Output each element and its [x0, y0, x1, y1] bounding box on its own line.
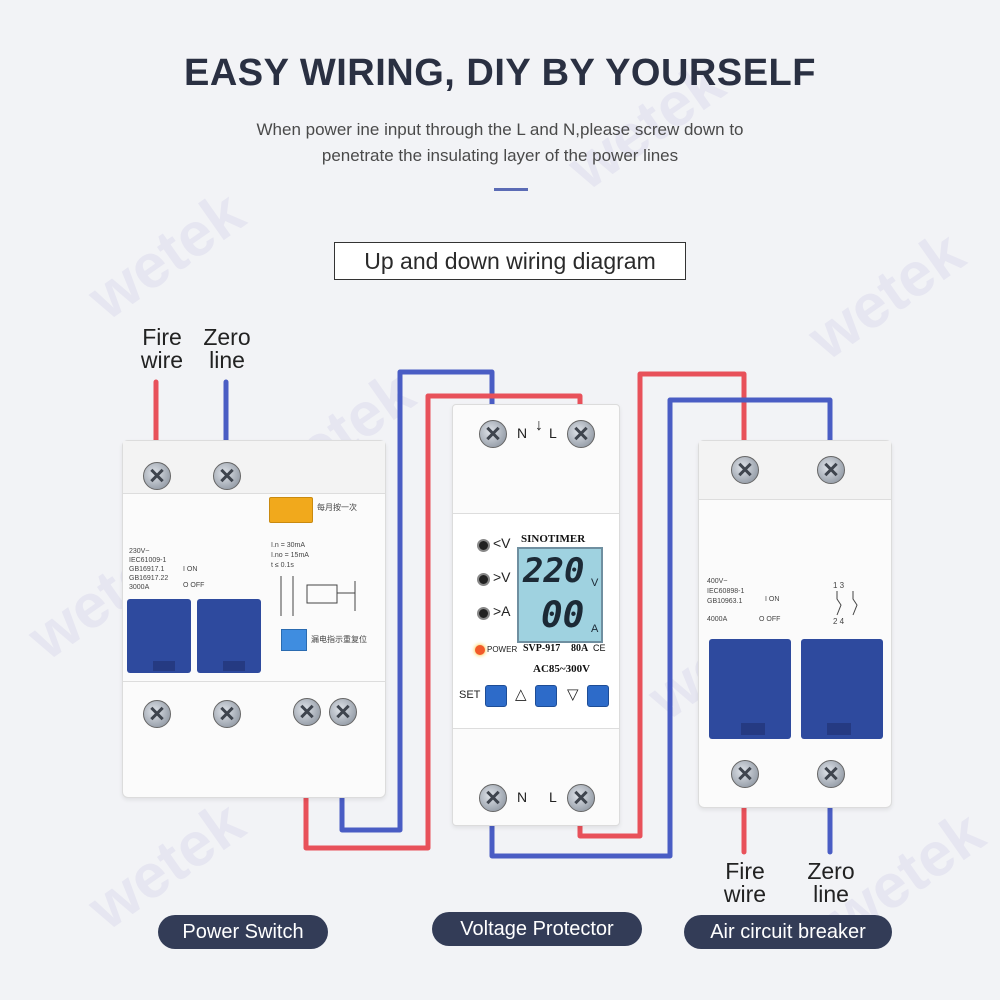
leak-line-1: I.n = 30mA: [271, 542, 306, 549]
circuit-symbol: [280, 576, 356, 616]
page-title: EASY WIRING, DIY BY YOURSELF: [184, 52, 816, 94]
terminal-n-bottom: N: [517, 789, 528, 805]
test-button[interactable]: [269, 497, 313, 523]
reset-indicator: [281, 629, 307, 651]
ce-mark: CE: [593, 643, 606, 653]
switch-terminal-screw[interactable]: [213, 462, 241, 490]
switch-terminal-screw[interactable]: [143, 462, 171, 490]
breaker-terminal-screw[interactable]: [731, 456, 759, 484]
current-reading: 00: [541, 595, 585, 636]
indicator-under-voltage-label: <V: [493, 535, 511, 551]
switch-on-label: I ON: [183, 566, 198, 573]
terminal-l-bottom: L: [549, 789, 557, 805]
accent-divider: [494, 188, 528, 191]
switch-terminal-screw[interactable]: [329, 698, 357, 726]
switch-handle-left[interactable]: [127, 599, 191, 673]
power-label: POWER: [487, 645, 518, 654]
voltage-protector-device: N L ↓ <V >V >A SINOTIMER 220 V 00 A POWE…: [452, 404, 620, 826]
breaker-spec-4: 4000A: [707, 616, 728, 623]
breaker-spec-1: 400V~: [707, 578, 728, 585]
air-circuit-breaker-device: 400V~ IEC60898-1 GB10963.1 4000A I ON O …: [698, 440, 892, 808]
up-arrow-icon: △: [515, 686, 527, 703]
power-led-icon: [475, 645, 485, 655]
reset-note: 漏电指示重复位: [311, 635, 367, 644]
breaker-terminal-screw[interactable]: [731, 760, 759, 788]
voltage-protector-label: Voltage Protector: [432, 912, 642, 946]
indicator-over-voltage: [477, 573, 490, 586]
model-label: SVP-917: [523, 643, 561, 654]
switch-spec-5: 3000A: [129, 584, 150, 591]
switch-spec-1: 230V~: [129, 548, 150, 555]
range-label: AC85~300V: [533, 663, 591, 675]
power-switch-label: Power Switch: [158, 915, 328, 949]
switch-spec-4: GB16917.22: [129, 575, 169, 582]
switch-spec-2: IEC61009-1: [129, 557, 167, 564]
power-switch-device: 每月按一次 230V~ IEC61009-1 GB16917.1 GB16917…: [122, 440, 386, 798]
diagram-label: Up and down wiring diagram: [334, 242, 686, 280]
switch-handle-right[interactable]: [197, 599, 261, 673]
breaker-spec-3: GB10963.1: [707, 598, 743, 605]
protector-terminal-screw[interactable]: [567, 420, 595, 448]
indicator-over-voltage-label: >V: [493, 569, 511, 585]
up-button[interactable]: [535, 685, 557, 707]
indicator-under-voltage: [477, 539, 490, 552]
switch-off-label: O OFF: [183, 582, 205, 589]
switch-terminal-screw[interactable]: [213, 700, 241, 728]
switch-spec-3: GB16917.1: [129, 566, 165, 573]
pole-top-label: 1 3: [833, 581, 845, 590]
breaker-off-label: O OFF: [759, 616, 781, 623]
subtitle-line-1: When power ine input through the L and N…: [256, 120, 744, 139]
breaker-on-label: I ON: [765, 596, 780, 603]
down-arrow-icon: ▽: [567, 686, 579, 703]
set-label: SET: [459, 689, 481, 701]
breaker-symbol: [836, 591, 858, 616]
test-note: 每月按一次: [317, 503, 357, 512]
brand-label: SINOTIMER: [521, 533, 586, 545]
terminal-l-top: L: [549, 425, 557, 441]
zero-line-protector-to-breaker: [489, 397, 833, 859]
protector-terminal-screw[interactable]: [479, 420, 507, 448]
terminal-n-top: N: [517, 425, 528, 441]
breaker-handle-left[interactable]: [709, 639, 791, 739]
leak-line-3: t ≤ 0.1s: [271, 562, 294, 569]
breaker-spec-2: IEC60898-1: [707, 588, 745, 595]
breaker-terminal-screw[interactable]: [817, 760, 845, 788]
set-button[interactable]: [485, 685, 507, 707]
lcd-display: 220 V 00 A: [517, 547, 603, 643]
indicator-over-current: [477, 607, 490, 620]
switch-terminal-screw[interactable]: [143, 700, 171, 728]
pole-bottom-label: 2 4: [833, 617, 845, 626]
protector-terminal-screw[interactable]: [479, 784, 507, 812]
breaker-terminal-screw[interactable]: [817, 456, 845, 484]
fire-wire-protector-to-breaker: [577, 371, 747, 839]
down-button[interactable]: [587, 685, 609, 707]
voltage-reading: 220: [523, 551, 585, 591]
breaker-handle-right[interactable]: [801, 639, 883, 739]
indicator-over-current-label: >A: [493, 603, 511, 619]
current-unit: A: [591, 623, 599, 635]
voltage-unit: V: [591, 577, 599, 589]
leak-line-2: I.no = 15mA: [271, 552, 309, 559]
protector-terminal-screw[interactable]: [567, 784, 595, 812]
rating-label: 80A: [571, 643, 589, 654]
arrow-down-icon: ↓: [535, 417, 543, 434]
zero-line-switch-to-protector: [339, 369, 495, 833]
air-circuit-breaker-label: Air circuit breaker: [684, 915, 892, 949]
subtitle-line-2: penetrate the insulating layer of the po…: [321, 146, 679, 165]
fire-wire-switch-to-protector: [303, 393, 583, 851]
switch-terminal-screw[interactable]: [293, 698, 321, 726]
